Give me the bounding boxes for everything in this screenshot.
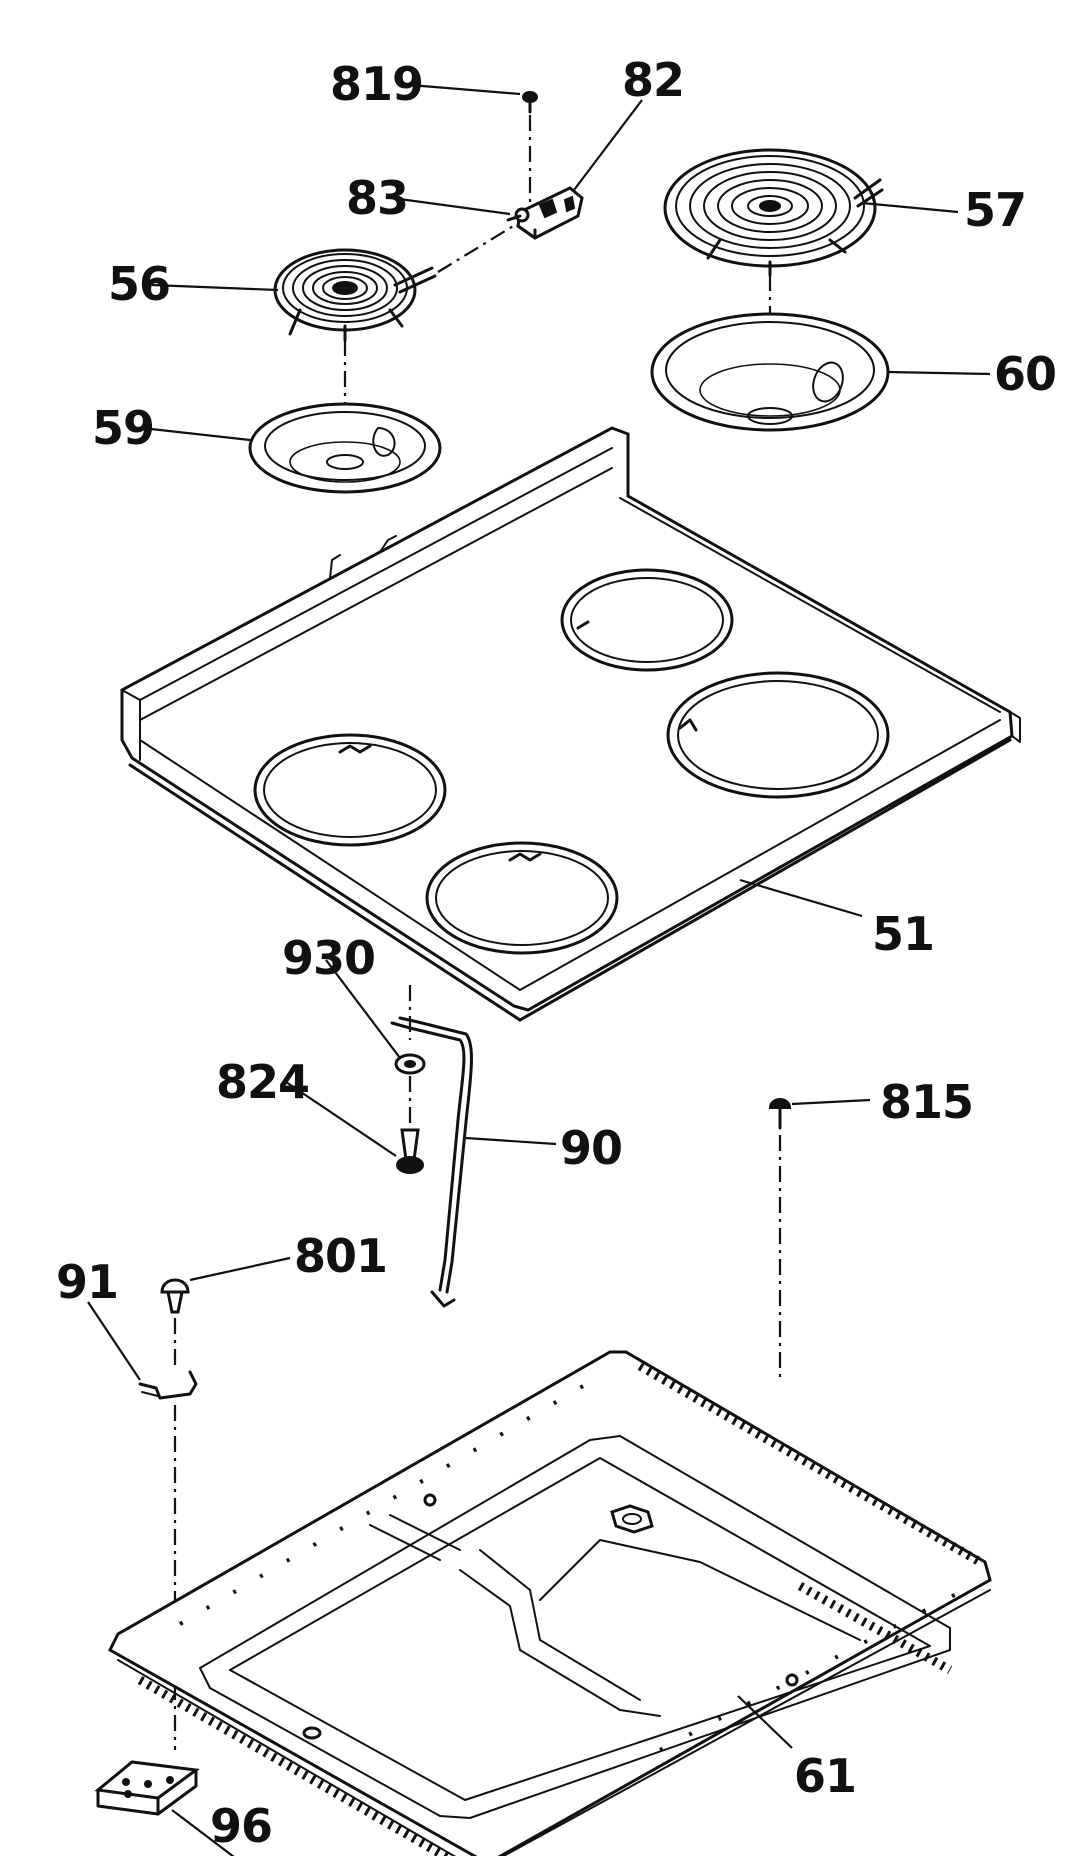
bottom-tray-61: [108, 1350, 992, 1856]
label-61: 61: [794, 1749, 856, 1803]
label-96: 96: [210, 1799, 272, 1853]
plate-96: [94, 1760, 200, 1816]
surface-element-57: [663, 148, 884, 277]
label-82: 82: [622, 53, 684, 107]
drip-pan-60: [650, 312, 890, 432]
label-83: 83: [346, 171, 408, 225]
washer-930: [394, 1053, 426, 1075]
clip-91: [138, 1370, 198, 1400]
screw-801: [160, 1278, 190, 1370]
surface-element-56: [273, 248, 437, 342]
label-90: 90: [560, 1121, 622, 1175]
label-819: 819: [330, 57, 423, 111]
leader-lines: [87, 82, 991, 1856]
label-59: 59: [92, 401, 154, 455]
label-824: 824: [216, 1055, 309, 1109]
drip-pan-59: [248, 402, 442, 494]
terminal-block-82: [516, 186, 584, 240]
leader-dash-83: [437, 224, 516, 273]
label-51: 51: [872, 907, 934, 961]
clip-83: [506, 207, 530, 223]
label-56: 56: [108, 257, 170, 311]
label-57: 57: [964, 183, 1026, 237]
screw-815: [768, 1098, 792, 1380]
bracket-90: [390, 1016, 473, 1308]
screw-819: [522, 91, 538, 205]
label-91: 91: [56, 1255, 118, 1309]
label-60: 60: [994, 347, 1056, 401]
label-801: 801: [294, 1229, 387, 1283]
label-930: 930: [282, 931, 375, 985]
main-top-51: [120, 426, 1021, 1022]
label-815: 815: [880, 1075, 973, 1129]
screw-824: [396, 1128, 424, 1174]
